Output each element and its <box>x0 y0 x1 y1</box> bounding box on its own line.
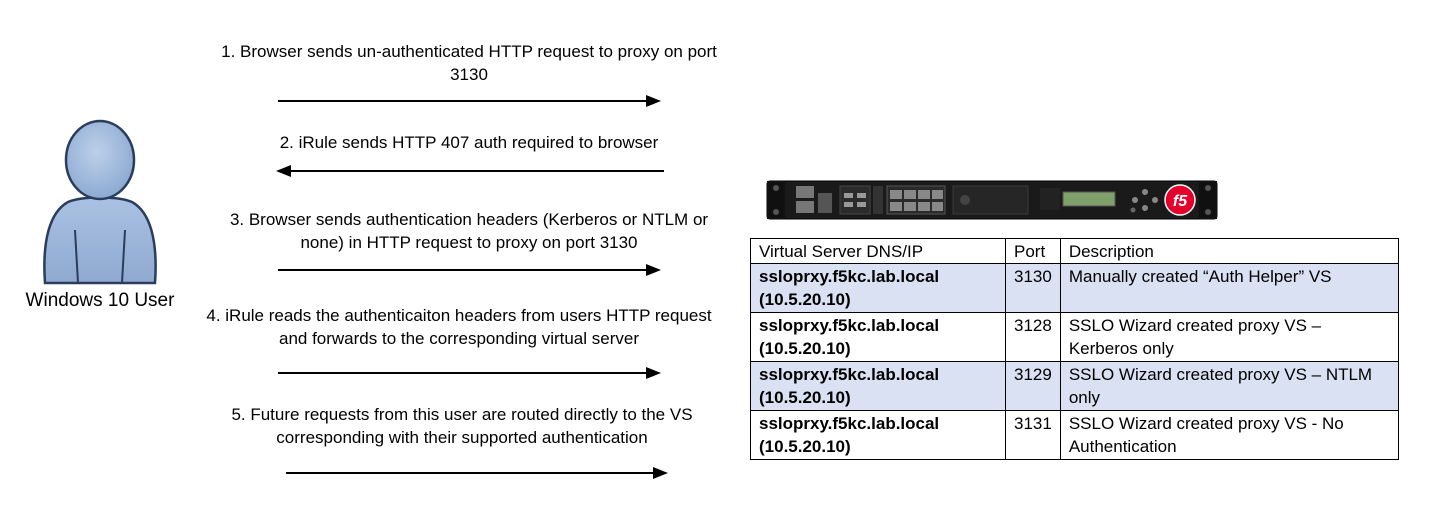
step-4-label: 4. iRule reads the authenticaiton header… <box>206 306 712 348</box>
dns-ip: (10.5.20.10) <box>759 388 851 407</box>
cell-dns: ssloprxy.f5kc.lab.local (10.5.20.10) <box>750 361 1006 411</box>
header-port: Port <box>1005 238 1061 264</box>
dns-ip: (10.5.20.10) <box>759 339 851 358</box>
dns-ip: (10.5.20.10) <box>759 437 851 456</box>
cell-dns: ssloprxy.f5kc.lab.local (10.5.20.10) <box>750 312 1006 362</box>
table-row: ssloprxy.f5kc.lab.local (10.5.20.10) 3130… <box>750 263 1400 313</box>
cell-dns: ssloprxy.f5kc.lab.local (10.5.20.10) <box>750 263 1006 313</box>
arrow-step-4 <box>278 367 661 379</box>
table-row: ssloprxy.f5kc.lab.local (10.5.20.10) 3131… <box>750 410 1400 460</box>
f5-logo: f5 <box>1173 193 1188 210</box>
dns-ip: (10.5.20.10) <box>759 290 851 309</box>
step-3-label: 3. Browser sends authentication headers … <box>229 210 709 252</box>
table-header-row: Virtual Server DNS/IP Port Description <box>750 238 1400 264</box>
cell-port: 3131 <box>1005 410 1061 460</box>
user-label: Windows 10 User <box>25 290 175 311</box>
cell-port: 3129 <box>1005 361 1061 411</box>
cell-description: SSLO Wizard created proxy VS - No Authen… <box>1059 410 1400 460</box>
cell-port: 3128 <box>1005 312 1061 362</box>
arrow-step-5 <box>286 467 668 479</box>
cell-description: SSLO Wizard created proxy VS – Kerberos … <box>1059 312 1400 362</box>
dns-name: ssloprxy.f5kc.lab.local <box>759 267 940 286</box>
user-silhouette-icon <box>43 119 157 285</box>
cell-port: 3130 <box>1005 263 1061 313</box>
cell-description: SSLO Wizard created proxy VS – NTLM only <box>1059 361 1400 411</box>
step-5-label: 5. Future requests from this user are ro… <box>231 405 693 447</box>
header-description: Description <box>1059 238 1400 264</box>
arrow-step-2 <box>276 165 664 177</box>
arrow-step-1 <box>278 95 661 107</box>
dns-name: ssloprxy.f5kc.lab.local <box>759 316 940 335</box>
dns-name: ssloprxy.f5kc.lab.local <box>759 414 940 433</box>
virtual-server-table: Virtual Server DNS/IP Port Description s… <box>750 238 1400 460</box>
header-dns: Virtual Server DNS/IP <box>750 238 1006 264</box>
f5-big-ip-appliance-icon: f5 <box>766 180 1218 220</box>
cell-description: Manually created “Auth Helper” VS <box>1059 263 1400 313</box>
step-2-label: 2. iRule sends HTTP 407 auth required to… <box>279 133 659 152</box>
dns-name: ssloprxy.f5kc.lab.local <box>759 365 940 384</box>
step-1-label: 1. Browser sends un-authenticated HTTP r… <box>221 42 717 84</box>
table-row: ssloprxy.f5kc.lab.local (10.5.20.10) 3129… <box>750 361 1400 411</box>
cell-dns: ssloprxy.f5kc.lab.local (10.5.20.10) <box>750 410 1006 460</box>
arrow-step-3 <box>278 264 661 276</box>
table-row: ssloprxy.f5kc.lab.local (10.5.20.10) 3128… <box>750 312 1400 362</box>
